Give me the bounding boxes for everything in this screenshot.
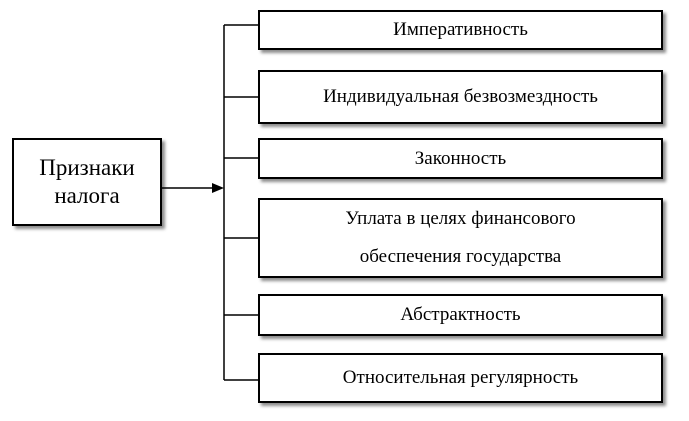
feature-label: Уплата в целях финансового обеспечения г… [345, 208, 576, 267]
tax-features-root-box: Признаки налога [12, 138, 162, 226]
feature-box-abstractness: Абстрактность [258, 294, 663, 336]
feature-box-imperativeness: Императивность [258, 10, 663, 50]
root-label: Признаки налога [39, 155, 135, 208]
arrow-head-icon [212, 183, 224, 193]
feature-label: Императивность [393, 19, 528, 40]
feature-label: Законность [414, 147, 507, 169]
feature-box-relative-regularity: Относительная регулярность [258, 353, 663, 403]
feature-label: Относительная регулярность [342, 367, 579, 388]
feature-box-individual-gratuitousness: Индивидуальная безвозмездность [258, 70, 663, 124]
feature-label: Абстрактность [400, 304, 521, 325]
feature-box-state-financing: Уплата в целях финансового обеспечения г… [258, 198, 663, 278]
feature-box-legality: Законность [258, 138, 663, 179]
feature-label: Индивидуальная безвозмездность [323, 86, 598, 107]
